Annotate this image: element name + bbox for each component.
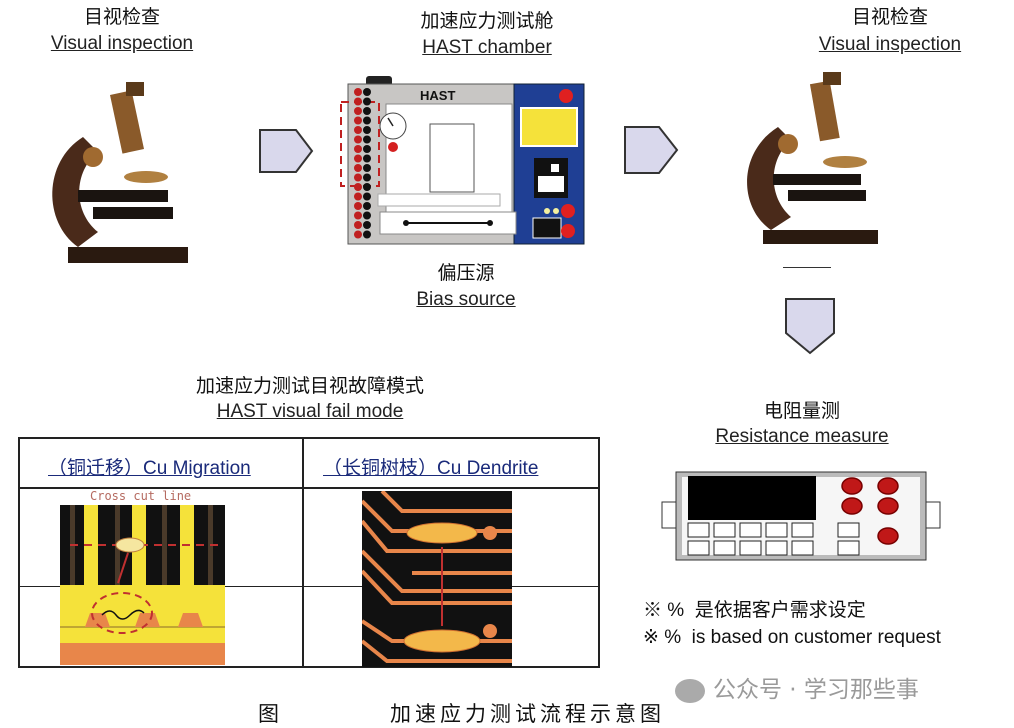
connector-pin xyxy=(363,145,371,153)
arrow-right-icon xyxy=(624,126,679,174)
note-text: is based on customer request xyxy=(691,627,941,648)
microscope-icon xyxy=(747,72,878,244)
connector-pin xyxy=(363,192,371,201)
connector-pin xyxy=(354,173,362,182)
arrow-down-icon xyxy=(785,298,835,355)
figure-caption: 加速应力测试流程示意图 xyxy=(390,702,665,726)
note-mark: ※ % xyxy=(643,600,685,621)
connector-pin xyxy=(354,202,362,210)
divider xyxy=(783,267,831,268)
connector-pin xyxy=(354,211,362,220)
connector-pin xyxy=(363,164,371,172)
cross-cut-line-label: Cross cut line xyxy=(90,489,192,503)
connector-pin xyxy=(354,192,362,201)
connector-pin xyxy=(363,154,371,163)
hast-chamber: HAST xyxy=(338,76,586,246)
fail-mode-title-en: HAST visual fail mode xyxy=(216,401,404,422)
note-zh: ※ % 是依据客户需求设定 xyxy=(643,595,866,622)
step4-title-en: Resistance measure xyxy=(715,426,889,447)
connector-pin xyxy=(354,164,362,172)
connector-pin xyxy=(354,97,362,106)
step3-title-zh: 目视检查 xyxy=(851,6,929,28)
hast-panel-label: HAST xyxy=(420,88,456,103)
connector-pin xyxy=(354,154,362,163)
fail-mode-title-zh: 加速应力测试目视故障模式 xyxy=(195,375,425,397)
connector-pin xyxy=(363,173,371,182)
bias-source-en: Bias source xyxy=(416,289,516,310)
cu-dendrite-image xyxy=(362,491,512,667)
note-mark: ※ % xyxy=(643,627,682,648)
connector-pin xyxy=(363,88,371,96)
connector-pin xyxy=(363,202,371,210)
connector-pin xyxy=(363,126,371,134)
fail-mode-table: （铜迁移）Cu Migration （长铜树枝）Cu Dendrite Cros… xyxy=(18,437,600,668)
col-cu-dendrite: （长铜树枝）Cu Dendrite xyxy=(323,457,539,479)
resistance-meter xyxy=(661,471,941,561)
connector-pin xyxy=(363,183,371,191)
step2-title-zh: 加速应力测试舱 xyxy=(420,10,554,32)
figure-label: 图 xyxy=(258,702,279,726)
connector-pin xyxy=(363,230,371,239)
note-text: 是依据客户需求设定 xyxy=(694,600,866,621)
connector-pin xyxy=(354,88,362,96)
connector-pin xyxy=(354,126,362,134)
connector-pin xyxy=(363,116,371,125)
connector-pin xyxy=(354,221,362,229)
watermark: 公众号 · 学习那些事 xyxy=(675,670,919,704)
wechat-icon xyxy=(675,678,705,703)
connector-pin xyxy=(363,107,371,115)
cu-migration-image xyxy=(60,505,225,665)
step1-title-en: Visual inspection xyxy=(50,33,194,54)
connector-pin xyxy=(354,135,362,144)
connector-pin xyxy=(354,145,362,153)
connector-pin xyxy=(363,221,371,229)
step1-title-zh: 目视检查 xyxy=(83,6,161,28)
step4-title-zh: 电阻量测 xyxy=(763,400,841,422)
microscope-icon xyxy=(52,82,188,263)
connector-pin xyxy=(354,230,362,239)
connector-pin xyxy=(354,116,362,125)
connector-pin xyxy=(363,211,371,220)
bias-source-zh: 偏压源 xyxy=(437,262,495,284)
connector-pin xyxy=(354,107,362,115)
step3-title-en: Visual inspection xyxy=(818,34,962,55)
connector-pin xyxy=(354,183,362,191)
note-en: ※ % is based on customer request xyxy=(643,626,941,649)
col-cu-migration: （铜迁移）Cu Migration xyxy=(48,457,251,479)
connector-pin xyxy=(363,135,371,144)
connector-pin xyxy=(363,97,371,106)
step2-title-en: HAST chamber xyxy=(422,37,552,58)
arrow-right-icon xyxy=(259,129,314,173)
